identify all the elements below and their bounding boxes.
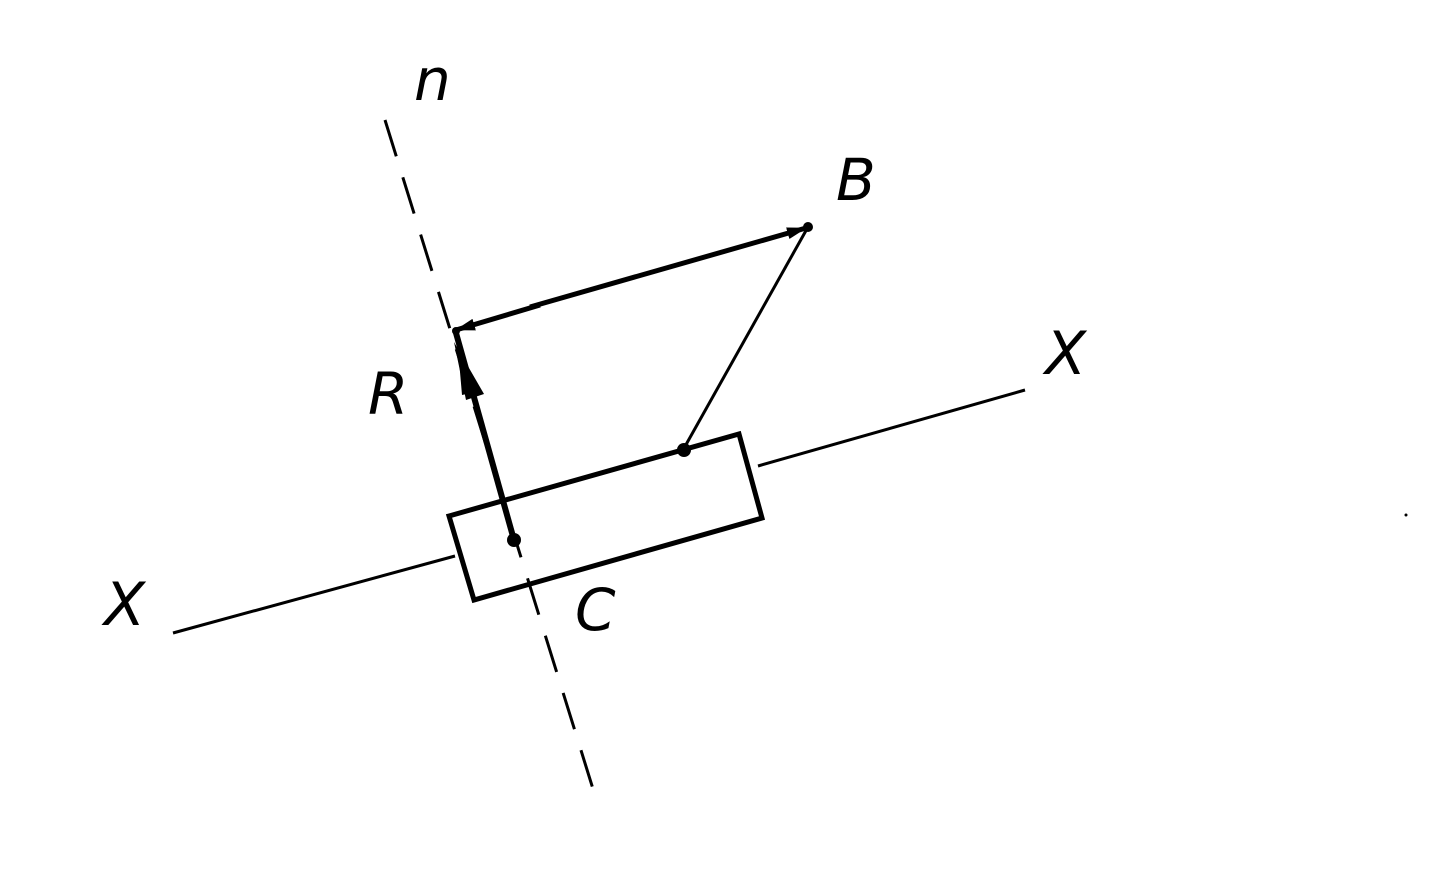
label-reaction: R	[368, 360, 408, 428]
x-axis-left-segment	[172, 554, 456, 635]
r-tip-dot	[452, 327, 460, 335]
label-axis-left: X	[101, 570, 147, 640]
vector-to-r-tip	[455, 302, 541, 333]
label-center: C	[575, 576, 616, 644]
point-b-dot	[803, 222, 813, 232]
block-contact-dot	[677, 443, 691, 457]
reaction-arrow-head-shaft	[457, 337, 476, 395]
x-axis-right-segment	[757, 388, 1026, 468]
label-point-b: B	[836, 146, 876, 214]
vector-to-b	[529, 225, 807, 310]
label-normal: n	[414, 46, 451, 114]
slider-block	[445, 430, 766, 604]
force-line-to-b	[681, 226, 810, 451]
speck	[1404, 513, 1408, 517]
point-c-dot	[507, 533, 521, 547]
label-axis-right: X	[1042, 319, 1088, 389]
